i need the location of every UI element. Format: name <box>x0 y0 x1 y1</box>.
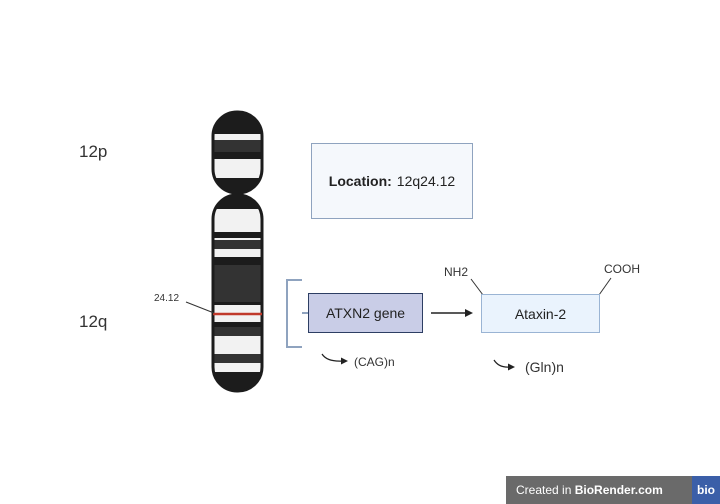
n-terminus-line <box>470 278 484 296</box>
gene-label: ATXN2 gene <box>325 305 406 321</box>
credit-brand: BioRender.com <box>574 483 663 497</box>
location-value: 12q24.12 <box>396 173 456 189</box>
p-arm <box>213 112 262 193</box>
gene-box: ATXN2 gene <box>308 293 423 333</box>
credit-prefix: Created in <box>516 483 572 497</box>
translation-arrow-head <box>465 309 473 317</box>
protein-label: Ataxin-2 <box>514 305 567 322</box>
cag-repeat-label: (CAG)n <box>354 355 395 369</box>
band-label: 24.12 <box>154 293 180 304</box>
c-terminus-label: COOH <box>604 262 640 276</box>
q-arm-label: 12q <box>79 312 108 331</box>
c-terminus-line <box>598 277 612 296</box>
band-leader-line <box>185 301 215 314</box>
biorender-badge[interactable]: Created in BioRender.com bio <box>506 476 720 504</box>
cag-curved-arrow <box>321 353 344 362</box>
p-arm-label: 12p <box>79 142 108 161</box>
gln-curved-arrow-head <box>508 363 515 371</box>
location-label: Location: <box>328 173 392 189</box>
cag-curved-arrow-head <box>341 357 348 365</box>
n-terminus-label: NH2 <box>444 265 469 279</box>
gln-repeat-label: (Gln)n <box>525 359 564 375</box>
biorender-credit: Created in BioRender.com <box>506 483 692 497</box>
gln-curved-arrow <box>493 359 511 368</box>
q-arm <box>213 195 262 391</box>
region-bracket <box>286 279 302 348</box>
location-box: Location: 12q24.12 <box>311 143 473 219</box>
protein-box: Ataxin-2 <box>481 294 600 333</box>
biorender-logo: bio <box>692 476 720 504</box>
